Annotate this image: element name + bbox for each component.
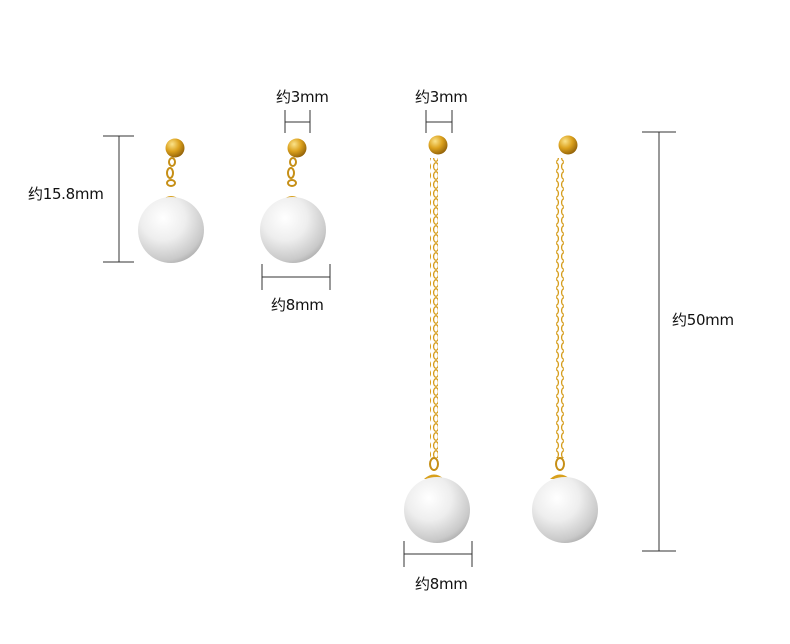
short-pearl-diameter-label: 约8mm (271, 296, 324, 314)
long-earring-length-label: 约50mm (672, 311, 734, 329)
short-pearl-earring-left (138, 138, 263, 263)
long-pearl-earring-left (404, 135, 528, 543)
short-earring-height-label: 约15.8mm (28, 185, 104, 203)
long-pearl-earring-right (532, 135, 657, 543)
dimension-lines (103, 110, 676, 567)
long-stud-width-label: 约3mm (415, 88, 468, 106)
long-pearl-diameter-label: 约8mm (415, 575, 468, 593)
short-pearl-earring-right (260, 138, 386, 263)
short-stud-width-label: 约3mm (276, 88, 329, 106)
